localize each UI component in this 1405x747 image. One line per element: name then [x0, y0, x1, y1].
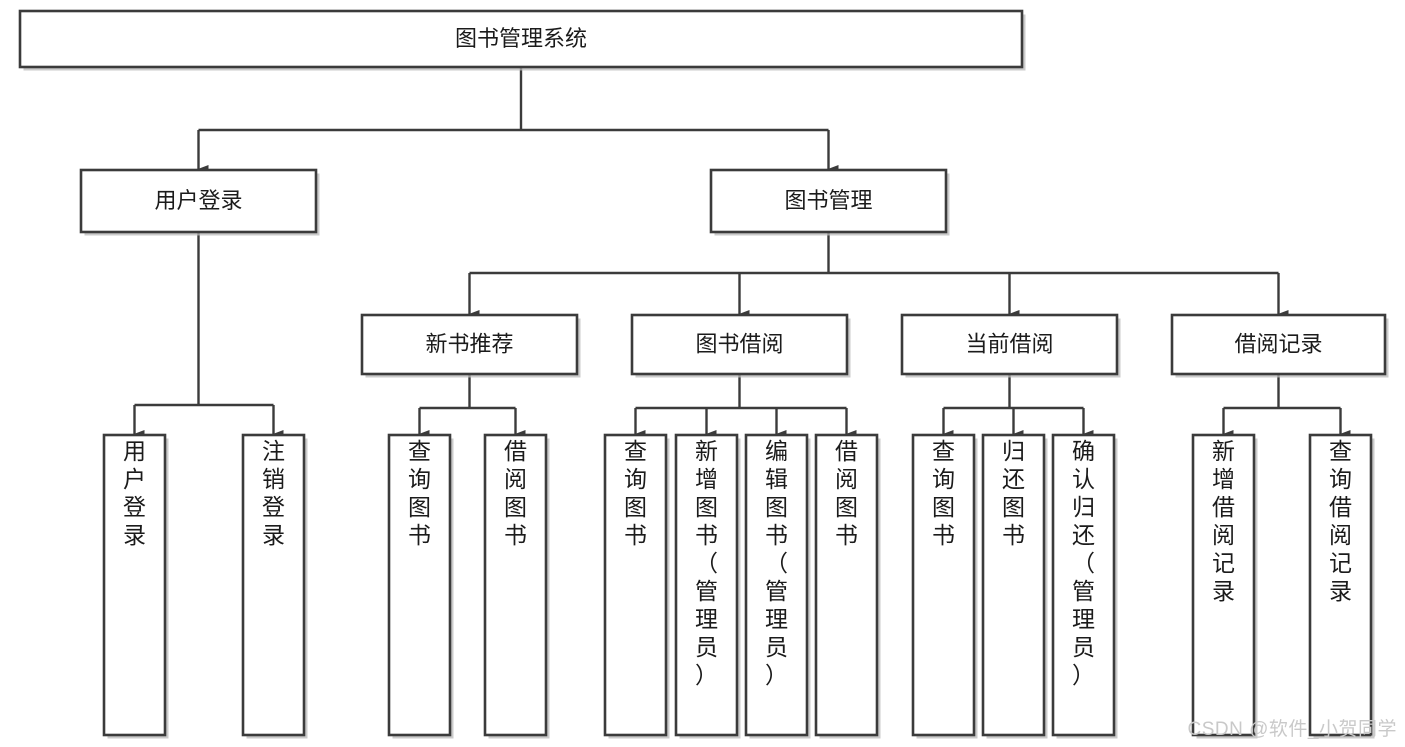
node-label: 新增借阅记录 — [1212, 438, 1235, 604]
node-level3-3[interactable]: 当前借阅 — [900, 313, 1121, 378]
node-leaf-11[interactable]: 确认归还（管理员） — [1051, 433, 1118, 739]
node-label: 当前借阅 — [965, 331, 1053, 356]
node-leaf-9[interactable]: 查询图书 — [911, 433, 978, 739]
watermark-label: CSDN @软件_小贺同学 — [1187, 719, 1397, 740]
node-label: 借阅图书 — [835, 438, 858, 548]
node-leaf-2[interactable]: 注销登录 — [241, 433, 308, 739]
connector-layer — [133, 67, 1351, 439]
node-leaf-4[interactable]: 借阅图书 — [483, 433, 550, 739]
node-level3-2[interactable]: 图书借阅 — [630, 313, 851, 378]
node-label: 编辑图书（管理员） — [765, 438, 788, 688]
node-label: 用户登录 — [123, 438, 146, 548]
node-label: 查询图书 — [408, 438, 431, 548]
node-label: 确认归还（管理员） — [1072, 438, 1095, 688]
node-label: 图书借阅 — [695, 331, 783, 356]
node-root-system[interactable]: 图书管理系统 — [18, 9, 1026, 71]
node-label: 图书管理系统 — [455, 26, 587, 51]
node-label: 查询图书 — [932, 438, 955, 548]
node-label: 查询借阅记录 — [1329, 438, 1352, 604]
node-leaf-13[interactable]: 查询借阅记录 — [1308, 433, 1375, 739]
node-label: 归还图书 — [1002, 438, 1025, 548]
node-leaf-12[interactable]: 新增借阅记录 — [1191, 433, 1258, 739]
node-label: 查询图书 — [624, 438, 647, 548]
node-label: 新书推荐 — [425, 331, 513, 356]
node-leaf-6[interactable]: 新增图书（管理员） — [674, 433, 741, 739]
node-level2-1[interactable]: 用户登录 — [79, 168, 320, 236]
node-label: 注销登录 — [262, 438, 285, 548]
node-label: 用户登录 — [154, 188, 242, 213]
node-leaf-8[interactable]: 借阅图书 — [814, 433, 881, 739]
node-leaf-5[interactable]: 查询图书 — [603, 433, 670, 739]
node-leaf-7[interactable]: 编辑图书（管理员） — [744, 433, 811, 739]
node-level3-1[interactable]: 新书推荐 — [360, 313, 581, 378]
node-label: 新增图书（管理员） — [695, 438, 718, 688]
node-leaf-3[interactable]: 查询图书 — [387, 433, 454, 739]
node-level2-2[interactable]: 图书管理 — [709, 168, 950, 236]
node-label: 借阅记录 — [1234, 331, 1322, 356]
node-layer: 图书管理系统用户登录图书管理新书推荐图书借阅当前借阅借阅记录用户登录注销登录查询… — [18, 9, 1389, 739]
node-label: 借阅图书 — [504, 438, 527, 548]
node-leaf-1[interactable]: 用户登录 — [102, 433, 169, 739]
node-leaf-10[interactable]: 归还图书 — [981, 433, 1048, 739]
node-level3-4[interactable]: 借阅记录 — [1170, 313, 1389, 378]
node-label: 图书管理 — [784, 188, 872, 213]
